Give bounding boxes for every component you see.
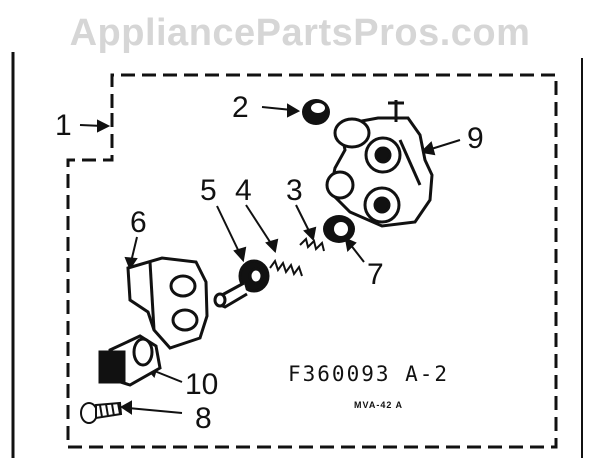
leader-arrows [79,103,461,415]
callout-1: 1 [55,109,72,142]
callout-3: 3 [286,174,303,207]
callout-2: 2 [232,91,249,124]
assembly-boundary [66,73,558,449]
drawing-subcode: MVA-42 A [354,400,404,410]
part-10-coil [98,334,162,387]
part-5-plunger [213,259,270,309]
drawing-code: F360093 A-2 [288,362,450,386]
callout-7: 7 [367,258,384,291]
callout-6: 6 [130,206,147,239]
part-6-bracket [126,256,209,350]
callout-9: 9 [467,122,484,155]
part-2-cap [302,99,330,125]
callout-10: 10 [185,368,219,401]
callout-5: 5 [200,174,217,207]
callout-4: 4 [235,174,252,207]
callout-8: 8 [195,402,212,435]
part-4-spring [269,258,303,277]
part-3-spring [299,237,325,252]
part-7-washer [323,215,355,243]
part-8-screw [80,401,123,424]
arrow-1-head [97,119,111,133]
part-9-valve-body [325,100,434,228]
watermark-text: AppliancePartsPros.com [69,12,531,54]
